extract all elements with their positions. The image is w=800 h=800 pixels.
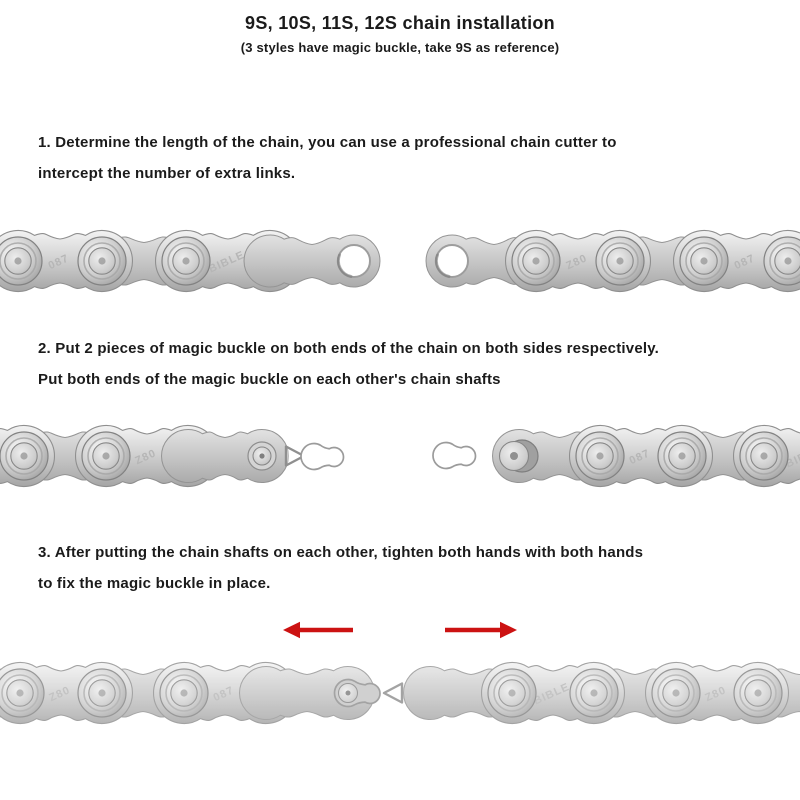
step-1-instruction: 1. Determine the length of the chain, yo…: [38, 134, 617, 182]
step-3-instruction: 3. After putting the chain shafts on eac…: [38, 544, 644, 592]
page-subtitle: (3 styles have magic buckle, take 9S as …: [240, 40, 560, 55]
step-2-instruction: 2. Put 2 pieces of magic buckle on both …: [38, 340, 660, 388]
chain-photo-step2-graphic: BIBLEZ80087BIBLE: [0, 424, 800, 488]
direction-arrows: [283, 621, 517, 639]
figure-step2-chain-photo: BIBLEZ80087BIBLE: [0, 397, 800, 515]
page-title: 9S, 10S, 11S, 12S chain installation: [245, 13, 555, 33]
